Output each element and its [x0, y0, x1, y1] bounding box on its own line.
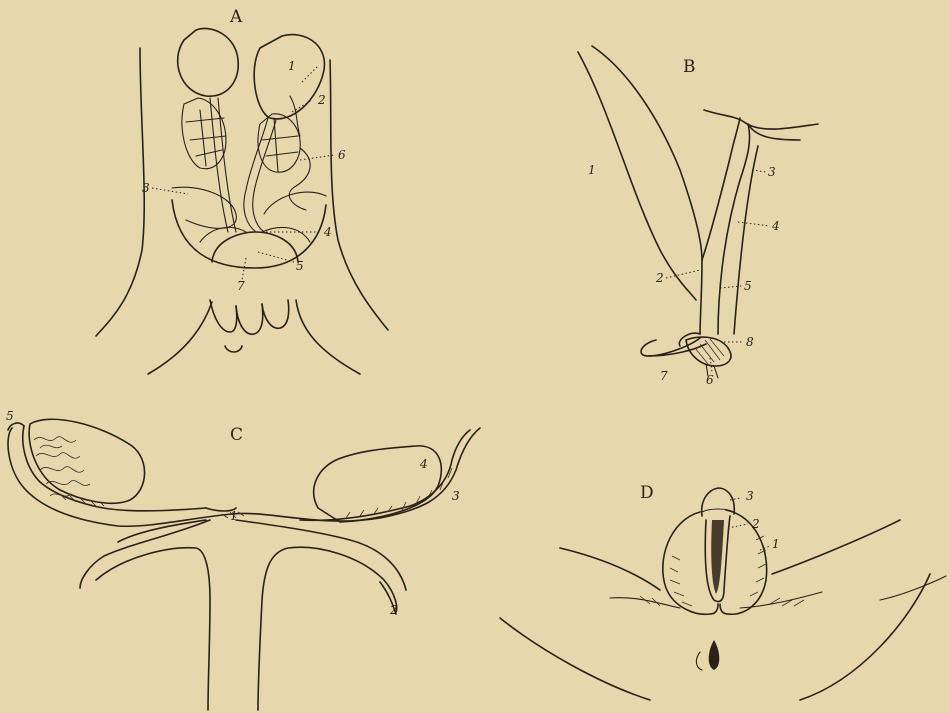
figure-a-vas-deferens: [289, 148, 310, 210]
figure-b-letter: B: [683, 57, 696, 77]
figure-a: A: [96, 7, 388, 374]
figure-b-label-7: 7: [660, 369, 668, 383]
figure-a-right-flank: [330, 60, 388, 330]
figure-a-label-2: 2: [317, 93, 326, 107]
figure-a-label-6: 6: [338, 148, 346, 162]
figure-d-left-labium: [663, 512, 718, 614]
figure-b-label-4: 4: [771, 219, 780, 233]
figure-a-vessel-loop-right: [264, 192, 326, 214]
figure-a-duct-right-outer: [244, 118, 268, 232]
figure-b-branch-upper: [704, 110, 818, 129]
figure-d-label-2: 2: [751, 517, 760, 531]
figure-b-vessel-4: [734, 146, 758, 334]
figure-b-sac-inner: [592, 46, 702, 260]
figure-c: C 5 1 3 4 2: [6, 409, 480, 710]
figure-c-left-ovary-convolutions: [34, 437, 90, 496]
figure-a-leader-7: [242, 258, 246, 280]
figure-b-branch-lower: [748, 124, 800, 140]
figure-c-right-horn-outer: [236, 520, 406, 590]
figure-d-vestibule-shading: [711, 520, 724, 594]
figure-c-left-ovary: [29, 419, 144, 503]
figure-c-label-1: 1: [230, 509, 238, 523]
figure-b-leader-3: [752, 170, 766, 172]
figure-a-leader-6: [300, 155, 334, 160]
figure-b: B 1 2 3 4 5 6 7 8: [578, 46, 818, 387]
figure-c-right-ovary-hatch: [346, 468, 452, 518]
figure-a-label-1: 1: [288, 59, 296, 73]
figure-a-fold-right: [262, 227, 310, 242]
figure-b-label-1: 1: [588, 163, 596, 177]
figure-b-label-5: 5: [744, 279, 752, 293]
figure-c-label-2: 2: [389, 603, 398, 617]
figure-a-right-testis-lobes: [262, 118, 298, 172]
figure-b-leader-4: [738, 222, 770, 226]
figure-b-leader-2: [666, 270, 700, 278]
figure-a-label-4: 4: [323, 225, 332, 239]
figure-d-left-buttock: [500, 618, 650, 700]
figure-d-label-3: 3: [746, 489, 754, 503]
figure-a-right-kidney: [254, 35, 324, 119]
figure-a-left-thigh: [148, 302, 212, 374]
figure-a-penis-outline: [262, 300, 289, 328]
figure-d: D 3 2 1: [500, 483, 946, 700]
figure-d-left-labium-hatch: [670, 556, 692, 606]
figure-d-right-labium: [720, 510, 767, 614]
figure-a-label-5: 5: [296, 259, 304, 273]
figure-d-left-groin: [560, 548, 660, 590]
figure-d-label-1: 1: [772, 537, 780, 551]
figure-a-right-testis: [258, 114, 300, 172]
figure-a-duct-right-inner: [253, 120, 276, 232]
figure-a-leader-3: [152, 188, 188, 194]
figure-a-left-flank: [96, 48, 144, 336]
figure-a-left-kidney: [178, 28, 239, 96]
figure-c-left-tube-outer: [8, 428, 232, 526]
figure-d-thigh-crease: [880, 576, 946, 600]
figure-b-label-3: 3: [768, 165, 776, 179]
figure-c-label-3: 3: [452, 489, 460, 503]
figure-a-anus: [225, 346, 242, 352]
figure-a-scrotum-right: [236, 304, 263, 334]
figure-b-label-2: 2: [655, 271, 664, 285]
figure-a-leader-1: [302, 66, 318, 82]
figure-a-leader-5: [258, 252, 294, 262]
figure-b-label-8: 8: [746, 335, 754, 349]
figure-d-clitoris-hood-3: [702, 488, 735, 516]
figure-d-left-fold: [610, 598, 680, 608]
figure-d-anus: [709, 640, 720, 670]
figure-a-vessel-loop-left: [172, 187, 236, 228]
figure-c-cervix-right: [258, 547, 397, 710]
figure-b-label-6: 6: [706, 373, 714, 387]
figure-c-right-tube-outer: [232, 428, 480, 521]
figure-a-right-thigh: [296, 300, 360, 374]
figure-b-sac-outer: [578, 52, 696, 300]
figure-c-label-4: 4: [419, 457, 428, 471]
figure-d-letter: D: [640, 483, 654, 503]
figure-a-label-7: 7: [237, 279, 245, 293]
figure-d-leader-2: [728, 524, 748, 528]
figure-b-tube-left: [700, 260, 702, 334]
figure-d-right-groin: [772, 520, 900, 574]
figure-a-label-3: 3: [142, 181, 150, 195]
figure-a-letter: A: [229, 7, 243, 27]
figure-d-anus-fold: [696, 652, 702, 670]
figure-b-tube-center: [702, 118, 740, 260]
figure-d-leader-1: [760, 546, 770, 550]
figure-c-right-tube-inner: [300, 430, 470, 520]
figure-a-bladder: [212, 232, 298, 262]
figure-c-label-5: 5: [6, 409, 14, 423]
figure-a-scrotum-left: [210, 300, 237, 332]
figure-b-meatus-6: [686, 337, 731, 366]
figure-c-cervix-left: [96, 548, 210, 710]
figure-c-letter: C: [230, 425, 243, 445]
